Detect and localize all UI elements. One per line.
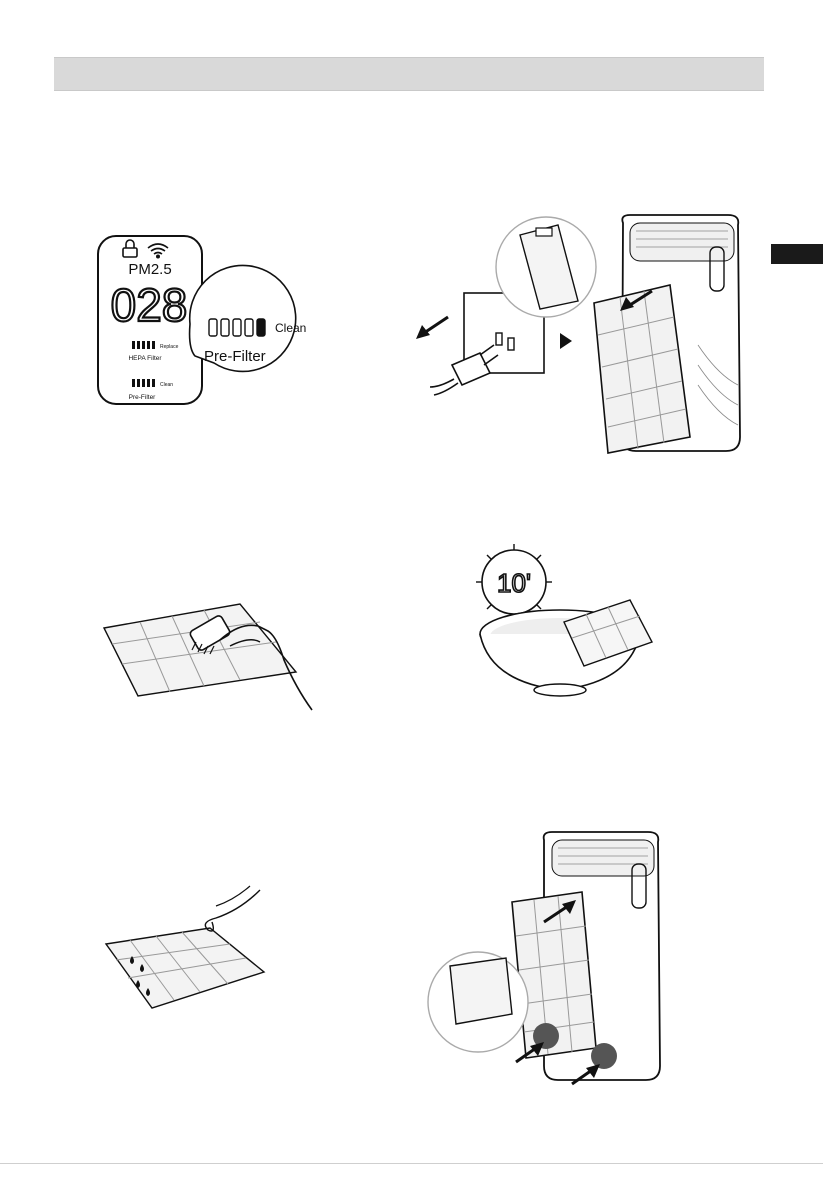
pm-label: PM2.5 bbox=[128, 261, 171, 278]
hook-marker-right bbox=[591, 1043, 617, 1069]
reinstall-filter-illustration bbox=[420, 826, 665, 1092]
hepa-filter-label: HEPA Filter bbox=[128, 355, 162, 362]
page-bottom-rule bbox=[0, 1163, 823, 1164]
next-step-arrow-icon bbox=[560, 333, 572, 349]
unplug-arrow-icon bbox=[416, 317, 448, 339]
pm-value-readout: 028 bbox=[111, 279, 188, 331]
air-flow-icon bbox=[205, 890, 260, 931]
soak-timer-readout: 10' bbox=[497, 568, 531, 598]
pre-filter-label: Pre-Filter bbox=[129, 394, 157, 401]
language-side-tab bbox=[771, 244, 823, 264]
unplug-remove-filter-illustration bbox=[408, 205, 748, 457]
callout-indicator-bars bbox=[209, 319, 265, 336]
dry-filter-illustration bbox=[100, 882, 270, 1012]
soak-filter-illustration: 10' bbox=[470, 542, 670, 704]
callout-status-text: Clean bbox=[275, 321, 306, 335]
hepa-status-text: Replace bbox=[160, 344, 179, 350]
pre-filter-status-text: Clean bbox=[160, 382, 173, 388]
section-header-bar bbox=[54, 57, 764, 91]
callout-filter-label: Pre-Filter bbox=[204, 348, 266, 365]
brush-filter-illustration bbox=[100, 600, 325, 715]
display-panel-illustration: PM2.5 028 Replace HEPA Filter Clean Pre-… bbox=[92, 228, 342, 413]
